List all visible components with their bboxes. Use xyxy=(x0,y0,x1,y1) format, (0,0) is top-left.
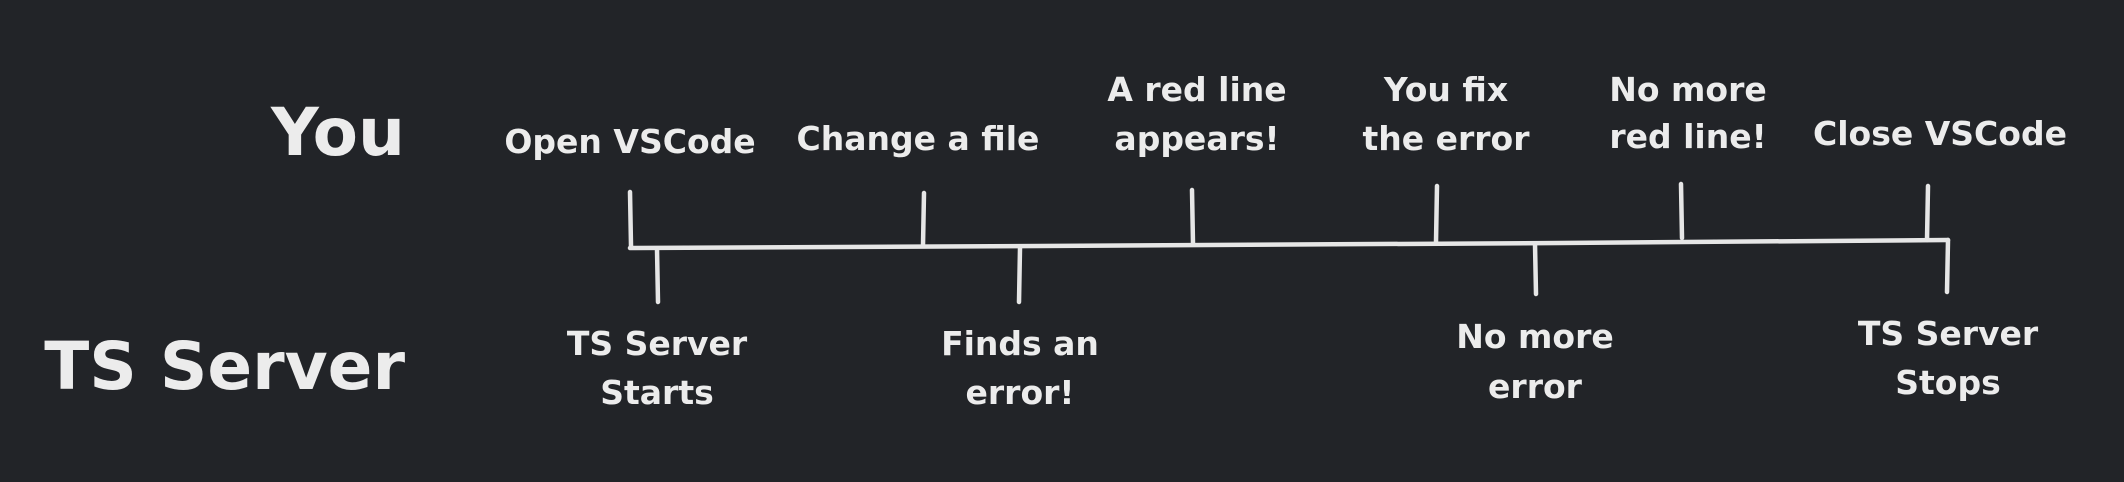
you-event-label-6: Close VSCode xyxy=(1813,114,2067,153)
you-event-3-line-1: A red line xyxy=(1107,70,1286,109)
server-event-1-line-2: Starts xyxy=(600,373,714,412)
you-event-1-line-1: Open VSCode xyxy=(504,122,755,161)
row-label-ts-server: TS Server xyxy=(44,328,405,405)
you-tick-4 xyxy=(1433,183,1440,245)
row-label-you: You xyxy=(270,94,405,171)
server-event-label-2: Finds an error! xyxy=(941,324,1099,412)
you-event-4-line-1: You fix xyxy=(1383,70,1508,109)
you-tick-6 xyxy=(1924,183,1931,243)
server-event-1-line-1: TS Server xyxy=(567,324,748,363)
server-event-3-line-1: No more xyxy=(1456,317,1614,356)
server-tick-2 xyxy=(1016,245,1023,305)
you-event-label-1: Open VSCode xyxy=(504,122,755,161)
server-event-3-line-2: error xyxy=(1488,367,1583,406)
server-event-4-line-2: Stops xyxy=(1895,363,2000,402)
you-event-label-4: You fix the error xyxy=(1362,70,1530,158)
you-event-5-line-2: red line! xyxy=(1609,117,1766,156)
you-event-label-5: No more red line! xyxy=(1609,70,1767,156)
you-tick-5 xyxy=(1678,181,1685,241)
server-tick-1 xyxy=(654,246,661,305)
you-tick-1 xyxy=(627,189,634,249)
server-event-2-line-1: Finds an xyxy=(941,324,1099,363)
you-event-6-line-1: Close VSCode xyxy=(1813,114,2067,153)
server-tick-4 xyxy=(1944,237,1951,295)
you-tick-3 xyxy=(1189,187,1196,247)
server-event-4-line-1: TS Server xyxy=(1858,314,2039,353)
timeline-axis xyxy=(627,237,1951,251)
you-event-3-line-2: appears! xyxy=(1114,119,1279,158)
you-event-label-2: Change a file xyxy=(797,119,1040,158)
you-event-4-line-2: the error xyxy=(1362,119,1530,158)
server-event-2-line-2: error! xyxy=(966,373,1075,412)
you-tick-2 xyxy=(920,190,927,248)
server-event-label-3: No more error xyxy=(1456,317,1614,406)
you-event-5-line-1: No more xyxy=(1609,70,1767,109)
server-tick-3 xyxy=(1532,241,1539,297)
you-event-label-3: A red line appears! xyxy=(1107,70,1286,158)
you-event-2-line-1: Change a file xyxy=(797,119,1040,158)
